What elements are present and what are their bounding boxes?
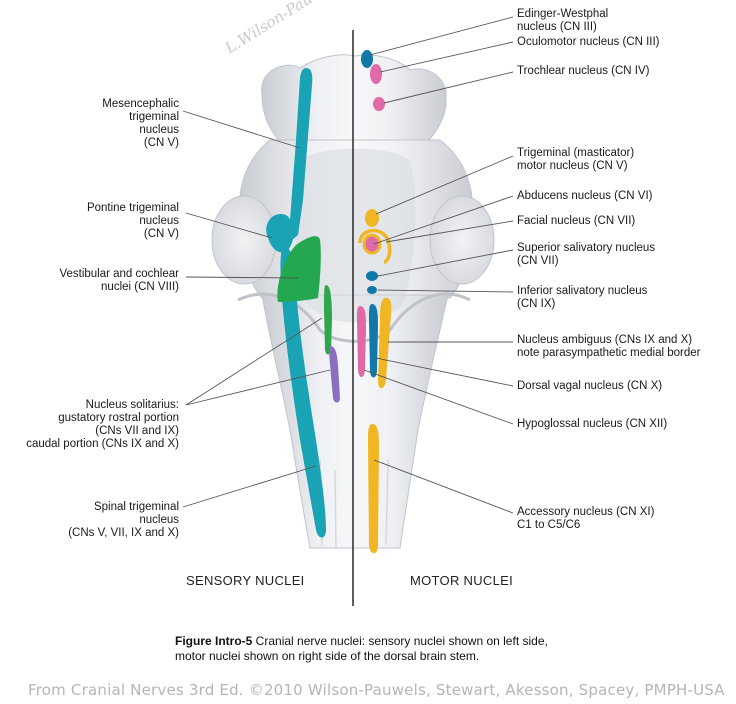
label-mesencephalic-trigeminal: Mesencephalic trigeminal nucleus (CN V)	[102, 98, 179, 149]
hypoglossal-nucleus	[357, 306, 366, 377]
inferior-salivatory-nucleus	[367, 286, 377, 294]
source-credit: From Cranial Nerves 3rd Ed. ©2010 Wilson…	[28, 681, 725, 699]
label-trigeminal-motor: Trigeminal (masticator) motor nucleus (C…	[517, 147, 635, 172]
abducens-nucleus	[362, 233, 382, 255]
dorsal-vagal-nucleus	[369, 304, 378, 378]
spinal-trigeminal-nucleus	[280, 246, 326, 538]
label-accessory: Accessory nucleus (CN XI) C1 to C5/C6	[517, 506, 655, 531]
sensory-nuclei	[266, 68, 340, 538]
label-hypoglossal: Hypoglossal nucleus (CN XII)	[517, 418, 668, 430]
leader-lines-right	[363, 16, 514, 514]
label-pontine-trigeminal: Pontine trigeminal nucleus (CN V)	[86, 202, 179, 240]
label-spinal-trigeminal: Spinal trigeminal nucleus (CNs V, VII, I…	[68, 501, 179, 539]
figure-number: Figure Intro-5	[175, 634, 253, 648]
motor-nuclei	[357, 50, 392, 554]
right-peduncle	[429, 195, 495, 285]
trochlear-nucleus	[373, 97, 385, 111]
nucleus-solitarius-caudal	[329, 346, 340, 403]
caption-text: Cranial nerve nuclei: sensory nuclei sho…	[175, 634, 548, 663]
accessory-nucleus	[368, 424, 379, 554]
motor-nuclei-heading: MOTOR NUCLEI	[410, 573, 514, 588]
label-dorsal-vagal: Dorsal vagal nucleus (CN X)	[517, 380, 663, 392]
superior-salivatory-nucleus	[366, 271, 378, 281]
left-peduncle	[211, 195, 277, 285]
trigeminal-motor-nucleus	[365, 209, 379, 227]
label-superior-salivatory: Superior salivatory nucleus (CN VII)	[517, 242, 656, 267]
fourth-ventricle	[294, 148, 416, 323]
nucleus-ambiguus	[378, 297, 392, 389]
label-oculomotor: Oculomotor nucleus (CN III)	[517, 36, 660, 48]
facial-nucleus	[358, 228, 392, 264]
edinger-westphal-nucleus	[361, 50, 373, 68]
vestibular-cochlear-nuclei	[277, 236, 321, 302]
nucleus-solitarius-rostral	[324, 285, 332, 355]
label-vestibular-cochlear: Vestibular and cochlear nuclei (CN VIII)	[59, 268, 179, 293]
label-nucleus-solitarius: Nucleus solitarius: gustatory rostral po…	[26, 399, 179, 450]
oculomotor-nucleus	[370, 64, 382, 84]
midbrain	[261, 54, 447, 151]
label-facial: Facial nucleus (CN VII)	[517, 215, 636, 227]
label-nucleus-ambiguus: Nucleus ambiguus (CNs IX and X) note par…	[517, 334, 701, 359]
label-edinger-westphal: Edinger-Westphal nucleus (CN III)	[517, 8, 609, 33]
mesencephalic-trigeminal-nucleus	[290, 68, 313, 240]
label-abducens: Abducens nucleus (CN VI)	[517, 190, 653, 202]
figure-caption: Figure Intro-5 Cranial nerve nuclei: sen…	[175, 634, 655, 664]
sensory-nuclei-heading: SENSORY NUCLEI	[186, 573, 305, 588]
label-trochlear: Trochlear nucleus (CN IV)	[517, 65, 650, 77]
pontine-trigeminal-nucleus	[266, 214, 294, 253]
label-inferior-salivatory: Inferior salivatory nucleus (CN IX)	[517, 285, 648, 310]
leader-lines-left	[182, 110, 331, 508]
